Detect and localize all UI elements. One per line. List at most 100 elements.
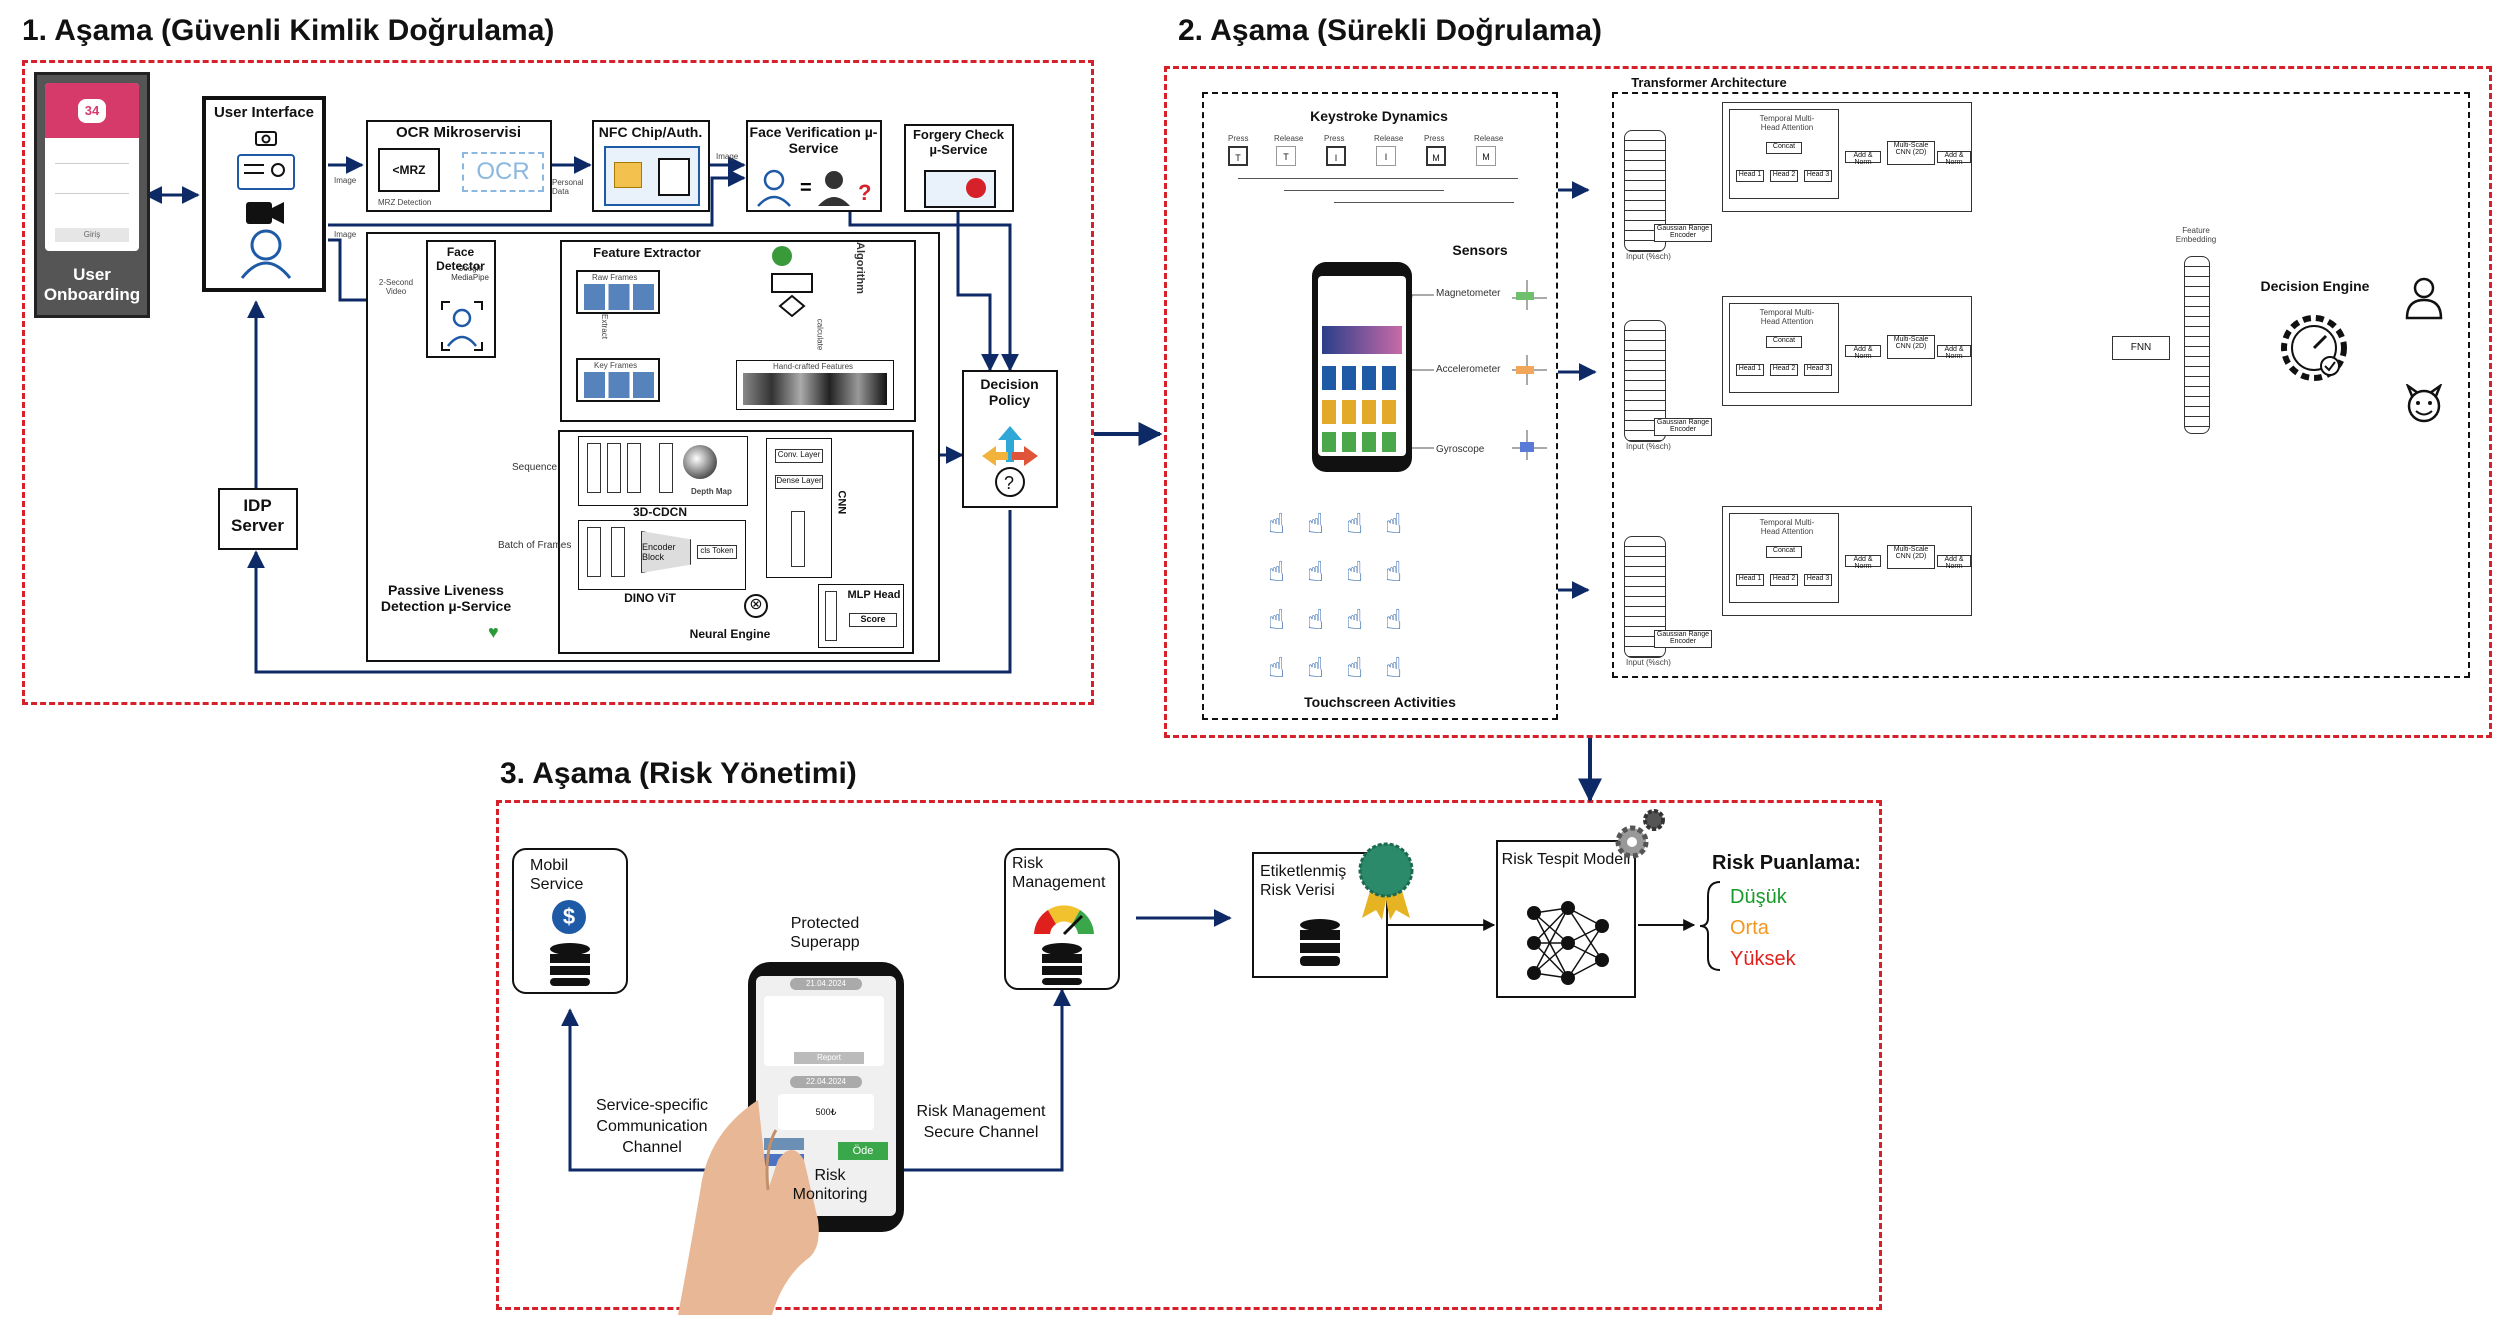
image-label-3: Image <box>334 230 357 239</box>
idp-server-label: IDP Server <box>231 496 284 535</box>
stage1-region <box>22 60 1094 705</box>
stage2-region <box>1164 66 2492 738</box>
report-button[interactable]: Report <box>794 1052 864 1064</box>
head1-box-3: Head 1 <box>1736 574 1764 586</box>
stage3-region <box>496 800 1882 1310</box>
onboarding-field-1[interactable] <box>55 163 129 164</box>
depth-map-icon <box>683 445 717 479</box>
stage1-title: 1. Aşama (Güvenli Kimlik Doğrulama) <box>22 14 555 47</box>
score-box: Score <box>849 613 897 627</box>
transformer-block-1: Temporal Multi-Head Attention Concat Hea… <box>1722 102 1972 212</box>
face-detector-box: Face Detector Google MediaPipe <box>426 240 496 358</box>
cdcn-block-3 <box>627 443 641 493</box>
passive-liveness-label: Passive Liveness Detection µ-Service <box>380 582 512 615</box>
app-icon-row-2 <box>1322 400 1402 424</box>
protected-superapp-label: Protected Superapp <box>790 915 860 952</box>
user-interface-label: User Interface <box>213 104 315 121</box>
face-verification-label: Face Verification µ-Service <box>749 124 878 157</box>
handcrafted-features-image <box>743 373 887 405</box>
gaussian-encoder-3: Gaussian Range Encoder <box>1654 630 1712 648</box>
touch-gesture-grid: ☝☝☝☝ ☝☝☝☝ ☝☝☝☝ ☝☝☝☝ <box>1268 500 1508 683</box>
algorithm-icon <box>771 246 813 318</box>
cdcn-label: 3D-CDCN <box>633 505 687 519</box>
concat-box-3: Concat <box>1766 546 1802 558</box>
onboarding-login-button[interactable]: Giriş <box>55 228 129 242</box>
decision-policy-box: Decision Policy ? <box>962 370 1058 508</box>
sensor-phone-screen <box>1318 276 1406 456</box>
svg-text:?: ? <box>1004 473 1014 493</box>
app-logo-icon: 34 <box>78 99 106 123</box>
key-label-3: Release <box>1374 134 1404 143</box>
sensor-axis-icons <box>1412 280 1547 460</box>
head3-box-3: Head 3 <box>1804 574 1832 586</box>
image-label-1: Image <box>334 176 357 185</box>
chat-message-1: Report <box>764 996 884 1066</box>
cnn-label: CNN <box>835 490 848 515</box>
impostor-devil-icon <box>2405 384 2443 423</box>
transformer-block-2: Temporal Multi-Head Attention Concat Hea… <box>1722 296 1972 406</box>
transformer-label: Transformer Architecture <box>1631 75 1787 90</box>
stage3-title: 3. Aşama (Risk Yönetimi) <box>500 757 857 790</box>
dino-embedding-box <box>611 527 625 577</box>
key-I-press: I <box>1326 146 1346 166</box>
forgery-check-box: Forgery Check µ-Service <box>904 124 1014 212</box>
fnn-box: FNN <box>2112 336 2170 360</box>
head2-box-1: Head 2 <box>1770 170 1798 182</box>
ocr-label: OCR Mikroservisi <box>395 124 522 141</box>
addnorm-a-1: Add & Norm <box>1845 151 1881 166</box>
tmha-label-1: Temporal Multi-Head Attention <box>1759 114 1815 132</box>
cdcn-block-4 <box>659 443 673 493</box>
google-mediapipe-label: Google MediaPipe <box>451 264 489 282</box>
keystroke-timeline: Press Release Press Release Press Releas… <box>1224 134 1524 214</box>
two-second-video-label: 2-Second Video <box>378 278 414 296</box>
gesture-row-3: ☝☝☝☝ <box>1268 604 1425 635</box>
head2-box-2: Head 2 <box>1770 364 1798 376</box>
keystroke-label: Keystroke Dynamics <box>1310 108 1448 124</box>
risk-management-box: Risk Management <box>1004 848 1120 990</box>
payment-card: 500₺ <box>778 1094 874 1130</box>
gyroscope-label: Gyroscope <box>1436 444 1485 455</box>
dense-layer-box: Dense Layer <box>775 475 823 489</box>
decision-policy-label: Decision Policy <box>980 376 1039 409</box>
onboarding-field-2[interactable] <box>55 193 129 194</box>
neural-network-icon <box>1527 901 1609 985</box>
forgery-card-icon <box>924 170 996 208</box>
gear-gauge-icon <box>2281 315 2347 381</box>
dino-label: DINO ViT <box>624 591 676 605</box>
risk-gauge-icon <box>1034 905 1094 936</box>
head2-box-3: Head 2 <box>1770 574 1798 586</box>
chat-button-a[interactable] <box>764 1138 804 1150</box>
addnorm-b-1: Add & Norm <box>1937 151 1971 166</box>
key-T-release: T <box>1276 146 1296 166</box>
idp-server-box: IDP Server <box>218 488 298 550</box>
encoder-block-icon: Encoder Block <box>641 531 691 573</box>
tmha-box-3: Temporal Multi-Head Attention Concat Hea… <box>1729 513 1839 603</box>
raw-frames-icon <box>584 284 654 310</box>
sensors-label: Sensors <box>1452 242 1508 258</box>
input-label-1: Input (%sch) <box>1626 252 1671 261</box>
pay-button[interactable]: Öde <box>838 1142 888 1160</box>
key-M-press: M <box>1426 146 1446 166</box>
gesture-row-4: ☝☝☝☝ <box>1268 652 1425 683</box>
augmentation-box <box>587 527 601 577</box>
risk-database-icon <box>1042 943 1082 985</box>
chip-icon <box>614 162 642 188</box>
conv-layer-box: Conv. Layer <box>775 449 823 463</box>
key-label-4: Press <box>1424 134 1445 143</box>
user-onboarding-panel: 34 Giriş User Onboarding <box>34 72 150 318</box>
chat-date-1: 21.04.2024 <box>790 978 862 990</box>
tmha-box-2: Temporal Multi-Head Attention Concat Hea… <box>1729 303 1839 393</box>
gaussian-encoder-1: Gaussian Range Encoder <box>1654 224 1712 242</box>
key-label-5: Release <box>1474 134 1504 143</box>
risk-level-medium: Orta <box>1730 917 1769 939</box>
calculate-label: calculate <box>815 318 825 351</box>
nfc-chip-box: NFC Chip/Auth. <box>592 120 710 212</box>
image-label-2: Image <box>716 152 739 161</box>
labeled-database-icon <box>1300 919 1340 966</box>
face-detector-icon <box>441 301 483 351</box>
feature-embedding-bar <box>2184 256 2210 434</box>
risk-scoring-title: Risk Puanlama: <box>1712 852 1861 874</box>
behavioral-data-panel: Keystroke Dynamics <box>1202 92 1558 720</box>
face-verification-box: Face Verification µ-Service = ? <box>746 120 882 212</box>
decision-arrows-icon: ? <box>982 426 1038 497</box>
